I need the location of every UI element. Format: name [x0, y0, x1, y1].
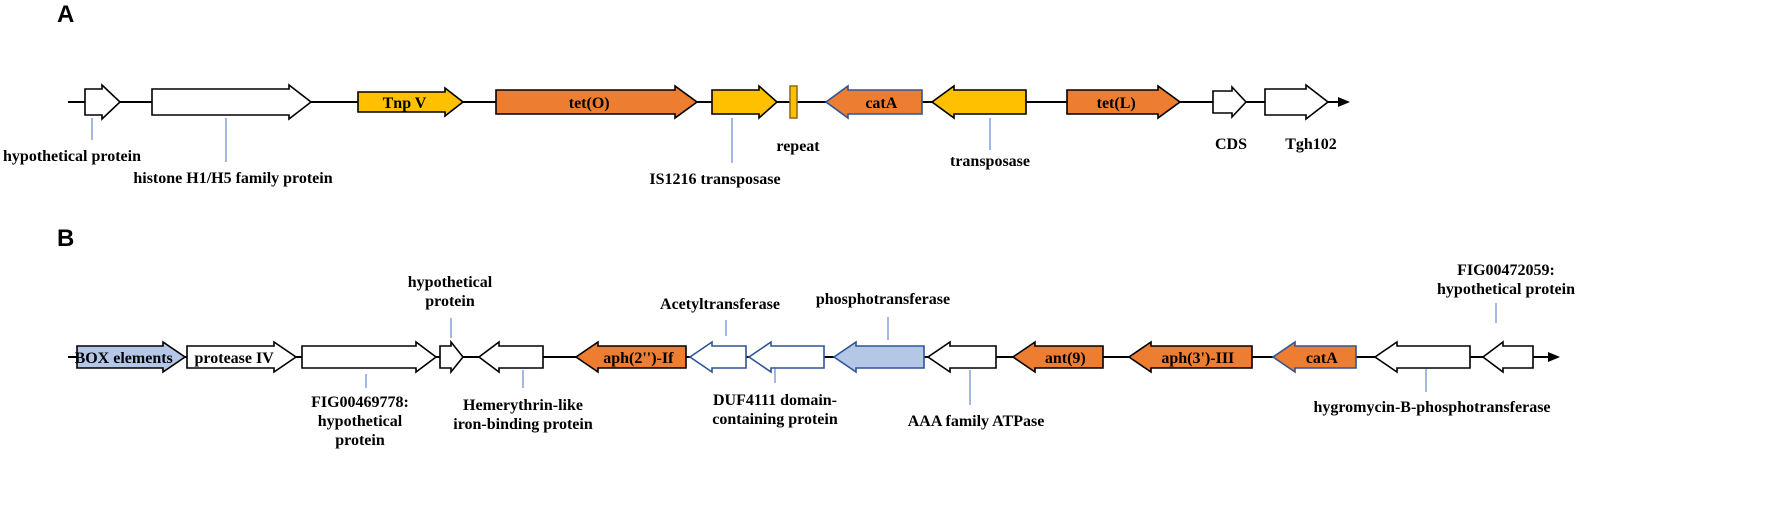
gene-cds-arrow — [1212, 84, 1248, 120]
gene-fig00472059-arrow — [1481, 340, 1534, 374]
gene-phosphotransferase-label: phosphotransferase — [816, 291, 950, 308]
gene-box-elements-arrow — [76, 340, 187, 374]
gene-hemerythrin-arrow — [477, 340, 544, 374]
gene-duf4111-arrow — [747, 340, 825, 374]
gene-aaa-atpase-arrow — [926, 340, 997, 374]
gene-aaa-atpase-label: AAA family ATPase — [908, 413, 1045, 430]
gene-aph2-if-arrow — [574, 340, 687, 374]
gene-cata-arrow — [1271, 340, 1357, 374]
gene-tgh102-label: Tgh102 — [1285, 136, 1337, 153]
gene-repeat-marker — [789, 85, 798, 119]
gene-tnp-v-name: Tnp V — [383, 95, 427, 112]
gene-histone-h1-h5-label: histone H1/H5 family protein — [133, 170, 332, 187]
gene-cata-arrow — [824, 84, 923, 120]
gene-box-elements-name: BOX elements — [75, 350, 173, 367]
gene-acetyltransferase-label: Acetyltransferase — [660, 296, 780, 313]
gene-protease-iv-name: protease IV — [195, 350, 275, 367]
panel-label-B: B — [57, 225, 74, 252]
gene-cata-name: catA — [865, 95, 897, 112]
gene-transposase-arrow — [930, 84, 1027, 120]
gene-tgh102-arrow — [1264, 83, 1330, 121]
backbone-arrowhead — [1548, 352, 1560, 362]
gene-hygromycin-arrow — [1373, 340, 1471, 374]
panel-B: B BOX elements protease IV FIG00469778:hypo… — [57, 225, 1575, 449]
gene-fig00469778-arrow — [301, 340, 438, 374]
gene-tnp-v-arrow — [357, 86, 465, 118]
gene-aph3-iii-arrow — [1127, 340, 1253, 374]
gene-repeat-label: repeat — [776, 138, 820, 155]
gene-duf4111-label: DUF4111 domain-containing protein — [712, 392, 838, 428]
gene-tet-o-name: tet(O) — [569, 95, 610, 112]
gene-is1216-transposase-arrow — [711, 84, 779, 120]
gene-tet-o-arrow — [495, 84, 699, 120]
gene-hypothetical-protein-label: hypothetical protein — [3, 148, 141, 165]
panel-label-A: A — [57, 1, 74, 28]
gene-cata-name: catA — [1306, 350, 1338, 367]
gene-ant9-arrow — [1011, 340, 1104, 374]
gene-phosphotransferase-arrow — [832, 340, 925, 374]
gene-cds-label: CDS — [1215, 136, 1247, 153]
gene-transposase-label: transposase — [950, 153, 1030, 170]
gene-hypothetical-protein-arrow — [439, 339, 465, 375]
gene-aph2-if-name: aph(2'')-If — [603, 350, 674, 367]
gene-fig00472059-label: FIG00472059:hypothetical protein — [1437, 262, 1575, 298]
backbone-arrowhead — [1338, 97, 1350, 107]
gene-aph3-iii-name: aph(3')-III — [1161, 350, 1234, 367]
gene-acetyltransferase-arrow — [688, 340, 747, 374]
gene-ant9-name: ant(9) — [1045, 350, 1086, 367]
gene-hypothetical-protein-arrow — [84, 83, 122, 121]
gene-is1216-transposase-label: IS1216 transposase — [649, 171, 780, 188]
gene-tet-l-arrow — [1066, 84, 1182, 120]
gene-protease-iv-arrow — [186, 340, 298, 374]
gene-histone-h1-h5-arrow — [151, 83, 313, 121]
gene-tet-l-name: tet(L) — [1097, 95, 1136, 112]
gene-hygromycin-label: hygromycin-B-phosphotransferase — [1313, 399, 1550, 416]
